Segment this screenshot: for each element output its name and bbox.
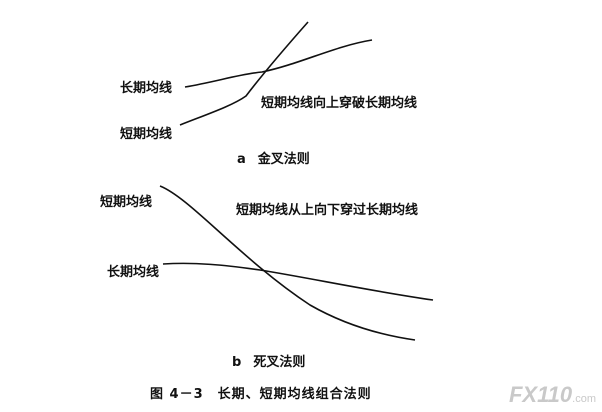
panel-b-caption: b 死叉法则 — [232, 351, 305, 370]
panel-a-caption-text: 金叉法则 — [257, 152, 310, 167]
panel-b-long-ma-label: 长期均线 — [107, 265, 160, 280]
panel-b-short-ma-label: 短期均线 — [100, 195, 153, 210]
watermark-domain: .com — [572, 393, 596, 405]
panel-a-caption-letter: a — [237, 152, 246, 167]
panel-b-short-ma-curve — [159, 185, 416, 341]
panel-a-long-ma-label: 长期均线 — [120, 81, 173, 96]
watermark-brand: FX110 — [508, 382, 573, 407]
panel-a-short-ma-curve — [179, 21, 309, 126]
panel-a-long-ma-curve — [184, 39, 373, 88]
panel-b-annotation: 短期均线从上向下穿过长期均线 — [236, 203, 419, 218]
panel-a-annotation: 短期均线向上穿破长期均线 — [261, 96, 418, 111]
panel-a-caption: a 金叉法则 — [237, 148, 310, 167]
panel-b-caption-letter: b — [232, 355, 242, 370]
figure-caption: 图 4－3 长期、短期均线组合法则 — [150, 387, 372, 402]
panel-b-caption-text: 死叉法则 — [253, 355, 306, 370]
watermark-logo: FX110.com — [509, 382, 596, 408]
panel-b-long-ma-curve — [162, 262, 434, 301]
panel-a-short-ma-label: 短期均线 — [120, 127, 173, 142]
